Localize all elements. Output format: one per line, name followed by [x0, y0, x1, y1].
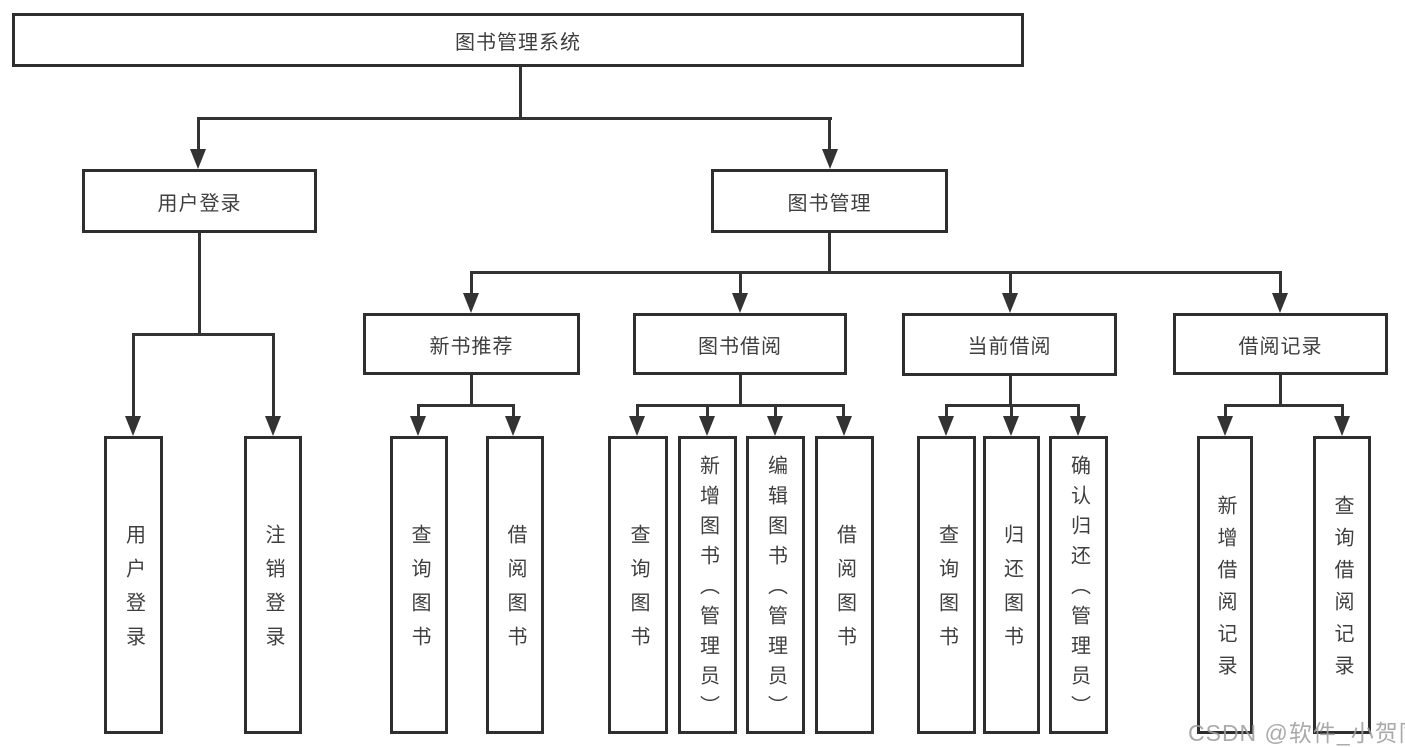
leaf-borrow-book-b-label: 借阅图书 [833, 524, 856, 660]
connector-line [470, 271, 1282, 274]
connector-line [470, 271, 473, 295]
leaf-user-login-label: 用户登录 [122, 524, 145, 660]
connector-line [1279, 271, 1282, 295]
arrow-down-icon [1334, 416, 1350, 436]
connector-line [470, 375, 473, 407]
leaf-confirm-return-admin-label: 确认归还（管理员） [1067, 455, 1090, 725]
node-new-book-recommend-label: 新书推荐 [429, 335, 514, 358]
node-book-management: 图书管理 [711, 169, 948, 233]
connector-line [1224, 404, 1343, 407]
connector-line [132, 333, 135, 418]
node-book-borrow: 图书借阅 [633, 313, 847, 375]
connector-line [739, 271, 742, 295]
leaf-borrow-book-b: 借阅图书 [815, 436, 874, 734]
connector-line [842, 404, 845, 418]
leaf-query-book-c: 查询图书 [917, 436, 976, 734]
leaf-add-book-admin-label: 新增图书（管理员） [696, 455, 719, 725]
arrow-down-icon [1272, 293, 1288, 313]
leaf-logout-label: 注销登录 [262, 524, 284, 660]
node-new-book-recommend: 新书推荐 [363, 313, 580, 375]
node-user-login: 用户登录 [82, 169, 317, 233]
connector-line [198, 233, 201, 336]
leaf-return-book: 归还图书 [983, 436, 1040, 734]
connector-line [417, 404, 515, 407]
arrow-down-icon [1070, 416, 1086, 436]
connector-line [1279, 375, 1282, 407]
leaf-query-book-c-label: 查询图书 [935, 524, 958, 660]
node-borrow-records-label: 借阅记录 [1238, 335, 1323, 358]
arrow-down-icon [767, 416, 783, 436]
arrow-down-icon [699, 416, 715, 436]
leaf-logout: 注销登录 [244, 436, 302, 734]
leaf-add-book-admin: 新增图书（管理员） [678, 436, 737, 734]
connector-line [519, 67, 522, 118]
leaf-query-book-b: 查询图书 [608, 436, 668, 734]
node-borrow-records: 借阅记录 [1173, 313, 1388, 375]
connector-line [132, 333, 275, 336]
leaf-return-book-label: 归还图书 [1000, 524, 1023, 660]
connector-line [945, 404, 948, 418]
arrow-down-icon [938, 416, 954, 436]
arrow-down-icon [265, 416, 281, 436]
node-current-borrow: 当前借阅 [902, 313, 1117, 376]
connector-line [197, 117, 832, 120]
node-current-borrow-label: 当前借阅 [967, 336, 1052, 358]
arrow-down-icon [1217, 416, 1233, 436]
connector-line [512, 404, 515, 418]
leaf-add-borrow-record-label: 新增借阅记录 [1214, 495, 1236, 687]
node-root: 图书管理系统 [12, 13, 1024, 67]
connector-line [739, 375, 742, 407]
connector-line [197, 117, 200, 152]
connector-line [636, 404, 639, 418]
connector-line [417, 404, 420, 418]
arrow-down-icon [190, 149, 206, 169]
csdn-watermark: CSDN @软件_小贺同学 [1188, 720, 1405, 746]
arrow-down-icon [505, 416, 521, 436]
connector-line [706, 404, 709, 418]
leaf-query-borrow-record-label: 查询借阅记录 [1331, 495, 1353, 687]
node-book-management-label: 图书管理 [787, 192, 872, 215]
arrow-down-icon [463, 293, 479, 313]
arrow-down-icon [836, 416, 852, 436]
leaf-query-book-b-label: 查询图书 [627, 524, 649, 660]
leaf-add-borrow-record: 新增借阅记录 [1197, 436, 1253, 734]
leaf-borrow-book-a: 借阅图书 [486, 436, 544, 734]
connector-line [1009, 271, 1012, 295]
leaf-edit-book-admin-label: 编辑图书（管理员） [764, 455, 787, 725]
leaf-user-login: 用户登录 [104, 436, 163, 734]
node-root-label: 图书管理系统 [455, 31, 581, 54]
connector-line [774, 404, 777, 418]
arrow-down-icon [410, 416, 426, 436]
arrow-down-icon [822, 149, 838, 169]
arrow-down-icon [629, 416, 645, 436]
connector-line [1010, 404, 1013, 418]
connector-line [636, 404, 845, 407]
leaf-query-book-a-label: 查询图书 [408, 524, 430, 660]
arrow-down-icon [1003, 416, 1019, 436]
arrow-down-icon [125, 416, 141, 436]
leaf-edit-book-admin: 编辑图书（管理员） [746, 436, 805, 734]
connector-line [828, 233, 831, 274]
connector-line [272, 333, 275, 418]
leaf-query-book-a: 查询图书 [390, 436, 448, 734]
arrow-down-icon [1002, 293, 1018, 313]
leaf-borrow-book-a-label: 借阅图书 [504, 524, 526, 660]
connector-line [1341, 404, 1344, 418]
connector-line [828, 117, 831, 152]
connector-line [1224, 404, 1227, 418]
connector-line [1077, 404, 1080, 418]
connector-line [1009, 376, 1012, 407]
arrow-down-icon [732, 293, 748, 313]
node-book-borrow-label: 图书借阅 [698, 335, 782, 358]
leaf-confirm-return-admin: 确认归还（管理员） [1049, 436, 1108, 734]
leaf-query-borrow-record: 查询借阅记录 [1313, 436, 1371, 734]
node-user-login-label: 用户登录 [157, 192, 242, 215]
